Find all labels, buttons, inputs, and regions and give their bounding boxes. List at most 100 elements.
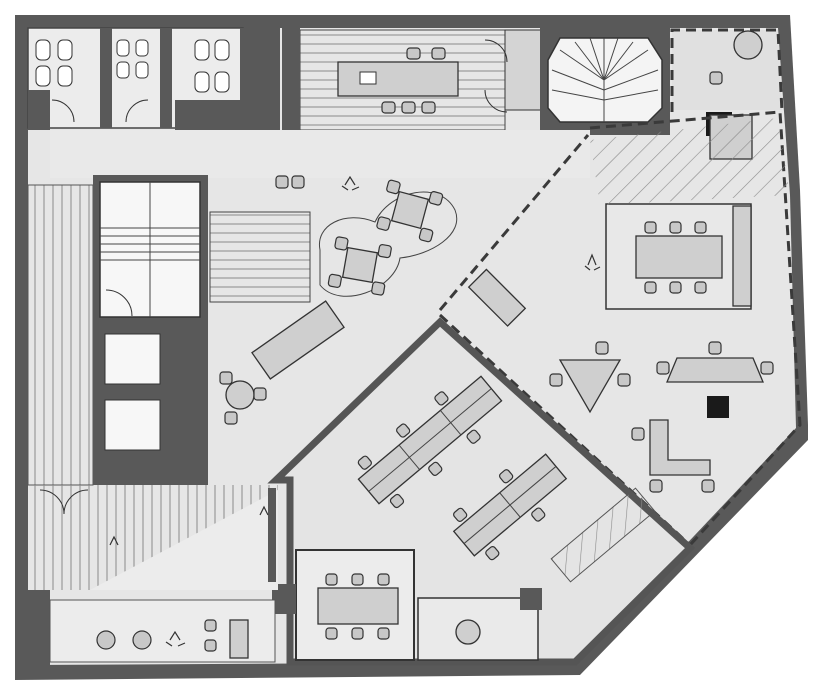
plan-rect-mark xyxy=(466,429,481,444)
toilet xyxy=(194,71,210,93)
door-swing xyxy=(39,489,65,515)
plan-rect-mark xyxy=(644,281,657,294)
meeting-room-south xyxy=(272,549,542,661)
plant xyxy=(109,505,269,647)
plan-rect-mark xyxy=(209,211,311,303)
plan-rect-mark xyxy=(377,244,392,259)
plan-line-mark xyxy=(551,89,605,101)
door-swing xyxy=(51,99,75,123)
plan-rect-mark xyxy=(485,546,500,561)
round-table xyxy=(225,380,255,410)
desk-cluster xyxy=(357,375,503,509)
plan-rect-mark xyxy=(327,273,342,288)
lounge-chairs xyxy=(96,619,249,659)
plan-path-mark xyxy=(649,419,711,476)
chair xyxy=(709,71,723,85)
plan-rect-mark xyxy=(376,216,391,231)
curved-table xyxy=(631,419,715,493)
plan-rect-mark xyxy=(377,573,390,586)
plan-path-mark xyxy=(584,253,601,271)
plan-rect-mark xyxy=(694,281,707,294)
door-swing xyxy=(105,289,133,317)
west-zone xyxy=(27,175,208,486)
toilet xyxy=(57,65,73,87)
sink xyxy=(116,39,130,57)
kitchen xyxy=(282,28,546,133)
cafe-table xyxy=(327,236,392,296)
stool xyxy=(401,101,416,114)
plan-rect-mark xyxy=(453,507,468,522)
office-boundary xyxy=(670,28,784,113)
plan-rect-mark xyxy=(428,191,444,206)
plan-line-mark xyxy=(551,69,605,91)
conference-table xyxy=(635,235,723,279)
plan-rect-mark xyxy=(760,361,774,375)
plan-line-mark xyxy=(440,410,462,436)
toilet xyxy=(35,65,51,87)
plan-line-mark xyxy=(603,49,649,81)
office-floor xyxy=(672,30,782,110)
plan-line-mark xyxy=(559,49,605,81)
restroom-wall xyxy=(100,28,112,128)
plan-rect-mark xyxy=(396,423,411,438)
plan-polygon-mark xyxy=(666,357,764,383)
reception-southwest xyxy=(28,485,278,665)
restroom-wall xyxy=(175,100,243,130)
plan-rect-mark xyxy=(434,391,449,406)
communal-table xyxy=(251,300,345,380)
plan-rect-mark xyxy=(325,627,338,640)
bench-seating xyxy=(550,487,656,583)
restrooms xyxy=(27,27,280,133)
bench xyxy=(732,205,752,307)
round-table xyxy=(733,30,763,60)
plan-polygon-mark xyxy=(558,359,622,414)
plan-rect-mark xyxy=(644,221,657,234)
lounge-area xyxy=(209,175,458,425)
plan-rect-mark xyxy=(549,373,563,387)
cafe-table xyxy=(376,179,444,243)
plan-line-mark xyxy=(589,37,605,81)
elevator xyxy=(104,399,161,451)
bench xyxy=(467,268,527,327)
cafe-grid xyxy=(209,211,311,303)
plan-rect-mark xyxy=(204,639,217,652)
kitchen-wall xyxy=(282,28,300,133)
plan-rect-mark xyxy=(649,479,663,493)
plan-rect-mark xyxy=(224,411,238,425)
plan-rect-mark xyxy=(389,493,405,509)
black-column xyxy=(707,396,729,418)
round-table xyxy=(455,619,481,645)
desk-cluster xyxy=(452,453,568,561)
plan-circle-mark xyxy=(96,630,116,650)
plan-line-mark xyxy=(368,388,492,492)
plan-path-mark xyxy=(259,505,269,516)
corridor-north xyxy=(50,130,590,178)
door-swing xyxy=(125,99,149,123)
stair-west-treads xyxy=(100,182,200,317)
toilet xyxy=(214,39,230,61)
plan-rect-mark xyxy=(617,373,631,387)
plan-rect-mark xyxy=(499,469,514,484)
plan-rect-mark xyxy=(334,236,349,251)
west-deck xyxy=(27,184,94,486)
entry-floor xyxy=(90,490,278,590)
stair-treads xyxy=(551,37,659,122)
stool xyxy=(406,47,421,60)
plan-rect-mark xyxy=(341,246,379,284)
diagonal-dash xyxy=(438,313,692,547)
stair-well xyxy=(547,37,663,123)
east-dash-boundary xyxy=(589,110,802,547)
plan-rect-mark xyxy=(251,300,345,380)
plan-line-mark xyxy=(603,69,659,91)
plan-line-mark xyxy=(499,492,521,518)
collab-floor xyxy=(590,118,790,205)
plan-line-mark xyxy=(398,444,420,470)
toilet xyxy=(57,39,73,61)
door-swing xyxy=(63,489,89,515)
plan-rect-mark xyxy=(386,179,401,195)
plan-rect-mark xyxy=(351,627,364,640)
triangle-table xyxy=(549,341,631,414)
plan-rect-mark xyxy=(377,627,390,640)
lobby-partition xyxy=(268,488,276,582)
plan-rect-mark xyxy=(428,461,443,476)
